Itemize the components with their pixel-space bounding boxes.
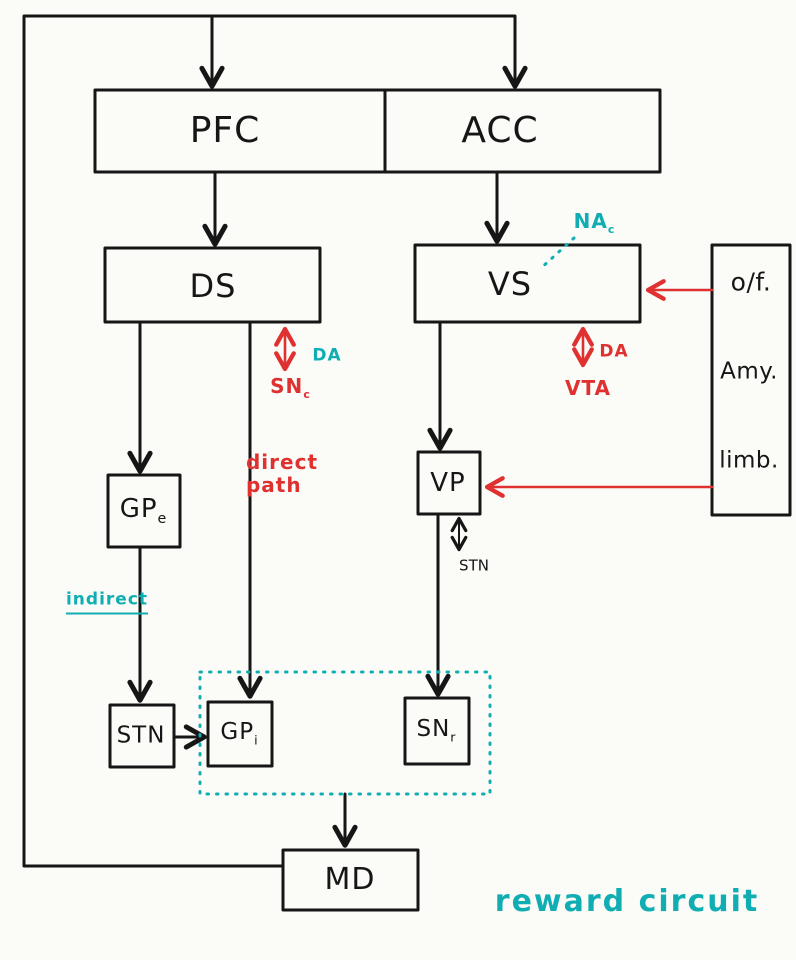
annotation-da-left: DA: [312, 345, 342, 366]
dotted-nac-link: [537, 236, 576, 272]
annotation-indirect: indirect: [65, 589, 149, 615]
node-ds-label: DS: [189, 267, 237, 305]
box-gpe: [106, 473, 182, 549]
node-vs-label: VS: [487, 265, 533, 303]
feedback-loop-line: [22, 14, 528, 868]
node-snr-label: SNr: [416, 715, 456, 745]
node-acc-label: ACC: [461, 110, 539, 151]
node-md-label: MD: [324, 862, 376, 897]
side-panel-item-amy: Amy.: [720, 358, 778, 385]
annotation-stn-small: STN: [459, 556, 489, 575]
box-vp: [416, 450, 482, 516]
node-stn-label: STN: [116, 722, 166, 749]
annotation-snc: SNc: [270, 374, 310, 401]
diagram-caption: reward circuit: [494, 884, 760, 919]
annotation-direct-path: direct path: [245, 450, 319, 497]
box-pfc-acc: [93, 88, 662, 174]
box-vs: [413, 243, 642, 324]
box-md: [281, 848, 420, 912]
node-vp-label: VP: [430, 468, 466, 498]
dotted-output-group-box: [198, 670, 492, 796]
box-gpi: [206, 700, 274, 768]
box-ds: [103, 246, 322, 324]
annotation-da-right: DA: [599, 341, 629, 362]
node-pfc-label: PFC: [189, 110, 261, 151]
side-panel-item-limb: limb.: [719, 447, 779, 474]
side-panel-item-olf: o/f.: [730, 267, 772, 297]
annotation-nac: NAc: [573, 209, 615, 236]
box-side-panel: [710, 243, 792, 517]
box-snr: [403, 696, 471, 766]
annotation-vta: VTA: [564, 376, 612, 400]
node-gpe-label: GPe: [119, 493, 167, 527]
node-gpi-label: GPi: [220, 718, 258, 748]
